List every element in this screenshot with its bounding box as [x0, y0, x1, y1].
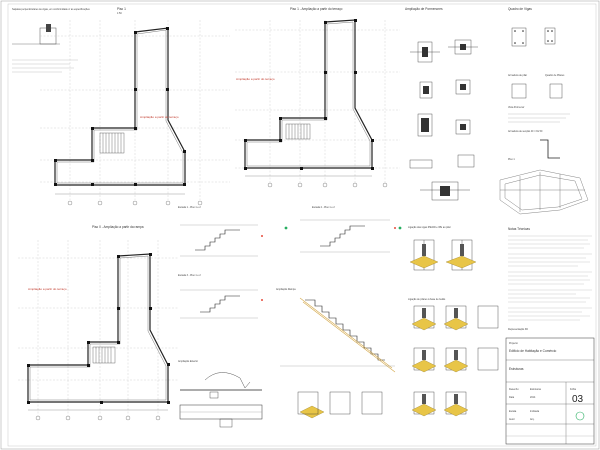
rebar-note: Armadura de secção 40 / 3 E 50	[508, 130, 543, 133]
plan-note-2: Ampliação a partir do terraço	[236, 77, 275, 81]
plan-piso-0: Piso 0 - Ampliação a partir da rampa	[18, 225, 178, 421]
stair-sections: Escada 1 - Piso 1 e 2 Escada 2 - Piso 1 …	[178, 206, 402, 373]
tb-row-value: Arq.	[530, 418, 535, 421]
stair-3-title: Escada 3 - Piso 1 e 2	[178, 274, 201, 277]
view-title-piso1: Piso 1	[117, 7, 126, 11]
beam-connection-title: Ligação das vigas IPE200 e IPE ao pilar	[408, 226, 451, 229]
detail-title: Ampliação de Pormenores	[405, 7, 443, 11]
tb-row-key: Escala	[509, 410, 517, 413]
column-table-title: Quadro de Pilares	[545, 74, 565, 77]
plan-piso-1-ampliacao: Piso 1 - Ampliação a partir do terraço	[235, 7, 400, 188]
detail-view-title: Vista Pormenor	[508, 106, 525, 109]
tb-row-key: Desenho	[509, 388, 519, 391]
tb-project-label: Projecto	[509, 342, 518, 345]
tb-row-value: 2014	[530, 396, 536, 399]
plan-note-3: Ampliação a partir do terraço	[28, 287, 67, 291]
technical-notes: Notas Técnicas Representação 3D	[508, 227, 592, 331]
tb-sheet-number: 03	[572, 394, 584, 405]
stair-2-title: Escada 2 - Piso 1 e 2	[312, 206, 335, 209]
tb-row-value: Estruturas	[530, 388, 542, 391]
ext-detail-title: Ampliação Exterior	[178, 360, 198, 363]
connection-details: Ligação das vigas IPE200 e IPE ao pilar …	[297, 226, 499, 419]
view-title-piso1-ampl: Piso 1 - Ampliação a partir do terraço	[290, 7, 343, 11]
tb-row-key: Data	[509, 396, 515, 399]
beam-table-title: Quadro de Vigas	[508, 7, 532, 11]
tb-drawing-title: Estruturas	[509, 367, 524, 371]
stair-4-title: Ampliação Rampa	[276, 288, 296, 291]
3d-view-title: Piso 1	[508, 158, 515, 161]
detail-amplifications: Ampliação de Pormenores	[405, 7, 478, 201]
structure-3d-view: Piso 1	[499, 158, 589, 215]
detail-note: Sapatas perpendiculares às vigas, em con…	[12, 8, 91, 11]
representation-title: Representação 3D	[508, 328, 528, 331]
column-rebar-title: Armadura de pilar	[508, 74, 527, 77]
tb-row-key: Autor	[509, 418, 515, 421]
beam-table: Quadro de Vigas Armadura de pilar Quadro…	[508, 7, 570, 159]
stair-1-title: Escada 1 - Piso 1 e 2	[178, 206, 201, 209]
logo-icon	[575, 411, 585, 421]
view-title-piso0: Piso 0 - Ampliação a partir da rampa	[92, 225, 144, 229]
view-scale: 1:50	[117, 12, 122, 15]
tb-project-name: Edifício de Habitação e Comércio	[509, 349, 557, 353]
plan-note: Ampliação a partir do terraço	[140, 115, 179, 119]
notes-title: Notas Técnicas	[508, 227, 530, 231]
exterior-detail: Ampliação Exterior	[178, 360, 263, 428]
tb-sheet-label: Folha	[570, 388, 577, 391]
plan-piso-1: Piso 1 1:50	[40, 7, 230, 206]
column-connection-title: Ligação de pilares à base de betão	[408, 298, 446, 301]
tb-row-value: Indicada	[530, 410, 540, 413]
title-block: Projecto Edifício de Habitação e Comérci…	[505, 337, 595, 445]
